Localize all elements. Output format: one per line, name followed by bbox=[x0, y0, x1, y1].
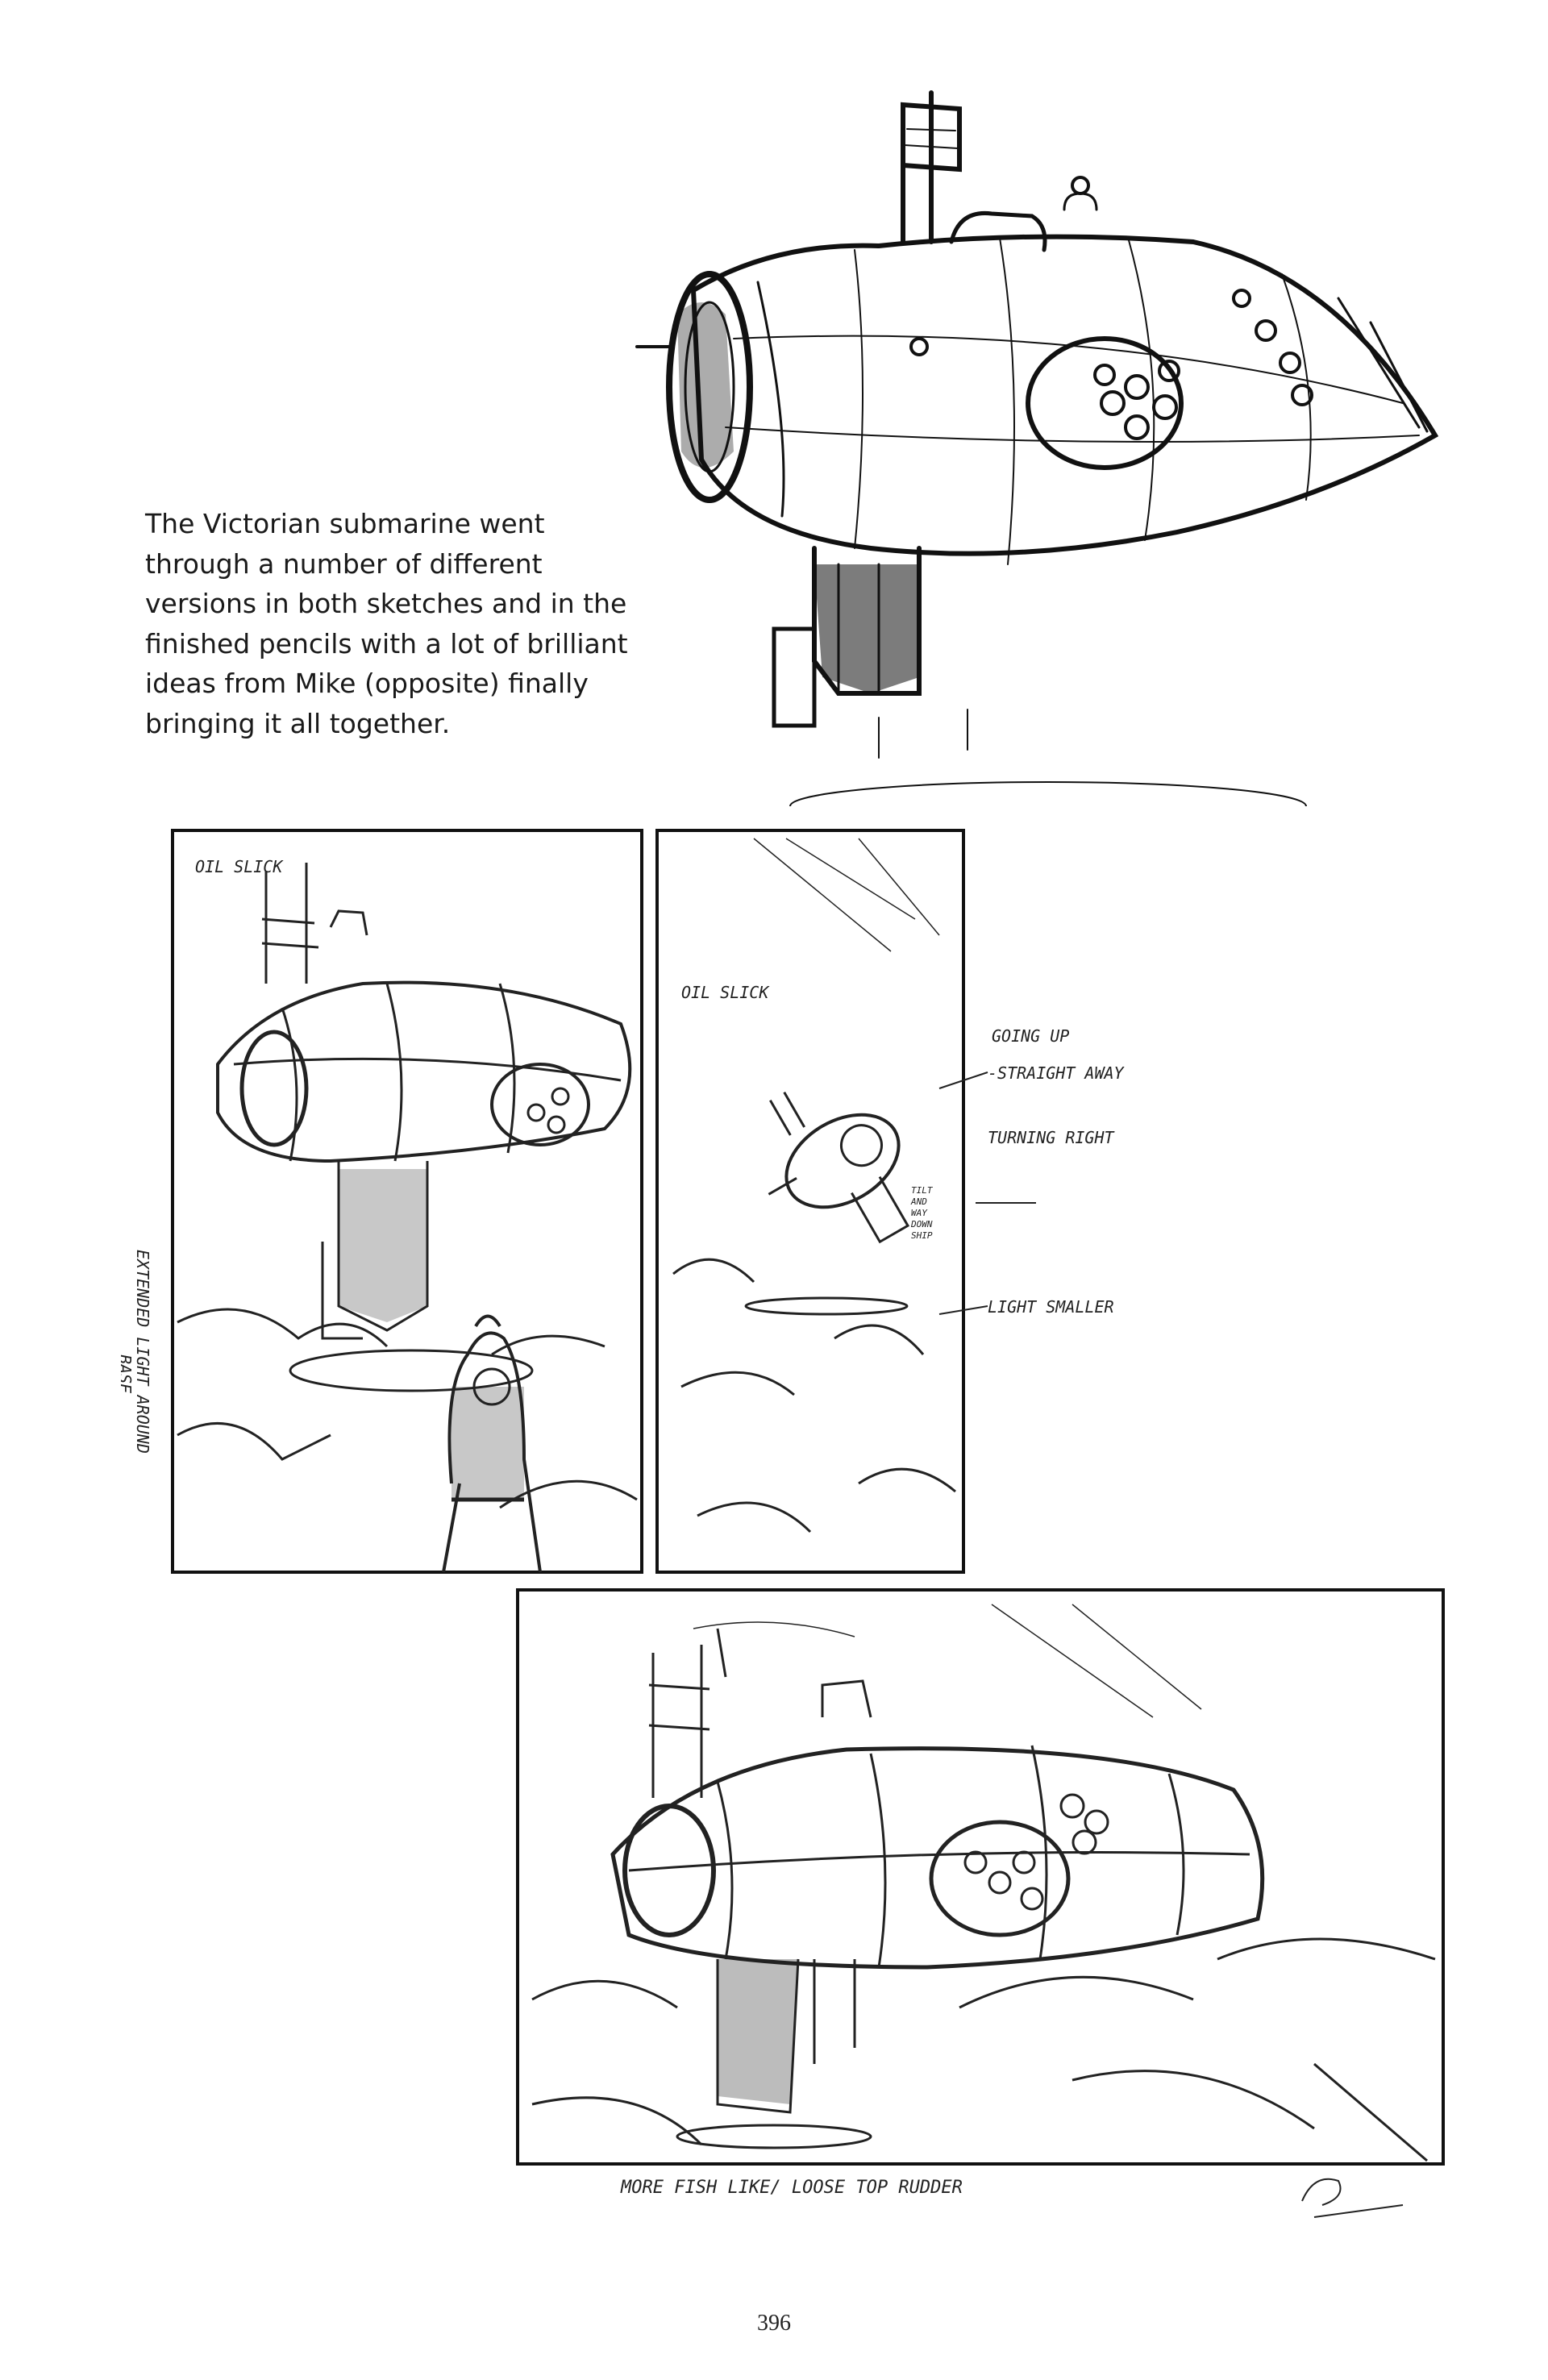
note-turning-right: TURNING RIGHT bbox=[988, 1128, 1115, 1147]
caption-text: The Victorian submarine went through a n… bbox=[145, 508, 628, 739]
note-fish-like: MORE FISH LIKE/ LOOSE TOP RUDDER bbox=[620, 2178, 963, 2198]
note-going-up: GOING UP bbox=[992, 1026, 1069, 1046]
oil-slick-label: OIL SLICK bbox=[195, 857, 284, 876]
tilt-note-5: SHIP bbox=[911, 1230, 933, 1241]
page-number: 396 bbox=[757, 2311, 791, 2336]
oil-slick-label-2: OIL SLICK bbox=[681, 983, 770, 1002]
tilt-note-1: TILT bbox=[911, 1185, 934, 1196]
panel-bottom-sketch: MORE FISH LIKE/ LOOSE TOP RUDDER bbox=[516, 1588, 1445, 2218]
panel-left-sketch: OIL SLICK EXTENDED LIGHT AROUND BASE bbox=[121, 829, 643, 1574]
tilt-note-2: AND bbox=[910, 1196, 927, 1207]
submarine-sketch-top bbox=[635, 90, 1439, 806]
tilt-note-4: DOWN bbox=[910, 1219, 933, 1230]
side-note-base: BASE bbox=[121, 1354, 135, 1393]
tilt-note-3: WAY bbox=[911, 1208, 928, 1218]
note-straight-away: -STRAIGHT AWAY bbox=[988, 1063, 1126, 1083]
side-note-light: EXTENDED LIGHT AROUND bbox=[133, 1250, 152, 1454]
panel-right-sketch: OIL SLICK GOING UP -STRAIGHT AWAY TURNIN… bbox=[655, 829, 1126, 1574]
note-light-smaller: LIGHT SMALLER bbox=[988, 1297, 1114, 1317]
